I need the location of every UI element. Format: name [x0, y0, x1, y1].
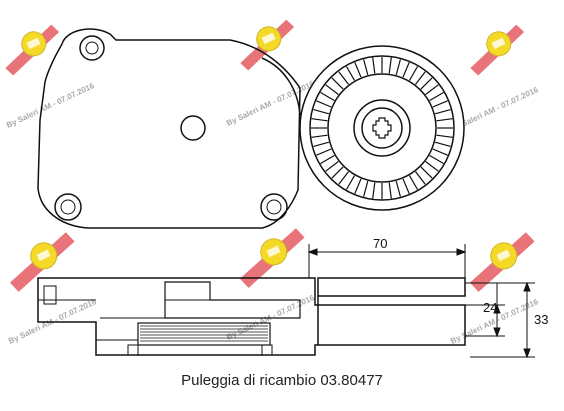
pulley-spoke [311, 118, 328, 122]
pulley-spoke [395, 180, 401, 197]
side-spring [137, 322, 271, 346]
watermark-logo-4 [9, 232, 75, 292]
pulley-spoke [436, 134, 453, 138]
pulley-spoke [436, 118, 453, 122]
side-view [37, 277, 466, 356]
bracket-arc [261, 57, 301, 116]
pulley-spoke [402, 62, 410, 78]
pulley-spoke [320, 154, 335, 165]
pulley-spoke [388, 57, 392, 74]
pulley-spoke [345, 66, 356, 81]
pulley-spoke [354, 62, 362, 78]
watermark-logo-5 [239, 228, 305, 288]
pulley-hub-inner [361, 107, 403, 149]
pulley-spoke [313, 109, 330, 115]
pulley-spoke [420, 166, 433, 179]
mount-hole-top [79, 35, 105, 61]
watermark-logo-6 [469, 232, 535, 292]
watermark-logo-3 [470, 24, 525, 76]
dim-inner-height-label: 24 [483, 300, 497, 315]
pulley-spoke [338, 71, 349, 85]
pulley-hub-outer [353, 99, 411, 157]
mount-hole-bottom-left [54, 193, 82, 221]
pulley-spoke [316, 100, 332, 108]
dim-outer-height-label: 33 [534, 312, 548, 327]
pulley-spoke [363, 59, 369, 76]
dimensions [307, 244, 535, 359]
pulley-spoke [320, 91, 335, 102]
pulley-spoke [395, 59, 401, 76]
pulley-spoke [311, 134, 328, 138]
pulley-spoke [429, 91, 444, 102]
pulley-spoke [402, 178, 410, 194]
pulley-spoke [429, 154, 444, 165]
pulley-spoke [372, 182, 376, 199]
watermark-logo-1 [5, 24, 60, 76]
pulley-rim [309, 55, 455, 201]
pulley-spoke [331, 166, 344, 179]
top-view [37, 28, 465, 229]
part-caption: Puleggia di ricambio 03.80477 [181, 372, 383, 389]
watermark-text-1: By Saleri AM - 07.07.2016 [5, 81, 96, 130]
pulley-spoke [420, 77, 433, 90]
pulley-groove-ring [327, 73, 437, 183]
pulley-spoke [432, 148, 448, 156]
watermark-logo-2 [240, 19, 295, 71]
pulley-spoke [325, 161, 339, 172]
pulley-spoke [338, 171, 349, 185]
mount-hole-bottom-right [260, 193, 288, 221]
pulley-spoke [372, 57, 376, 74]
pulley-spoke [415, 71, 426, 85]
side-pulley-block [317, 277, 466, 297]
pulley-spoke [363, 180, 369, 197]
pulley-spoke [408, 66, 419, 81]
pulley-spoke [331, 77, 344, 90]
torx-icon [372, 117, 392, 139]
mount-hole-center [180, 115, 206, 141]
pulley-spoke [425, 161, 439, 172]
pulley-spoke [408, 175, 419, 190]
pulley-spoke [316, 148, 332, 156]
side-base-plate [37, 277, 466, 356]
pulley-spoke [388, 182, 392, 199]
pulley-spoke [325, 84, 339, 95]
pulley-spoke [434, 141, 451, 147]
pulley-spoke [425, 84, 439, 95]
pulley-spoke [415, 171, 426, 185]
pulley-spoke [432, 100, 448, 108]
dim-width-label: 70 [373, 236, 387, 251]
pulley-spoke [434, 109, 451, 115]
pulley-spokes [311, 57, 453, 199]
pulley-spoke [313, 141, 330, 147]
pulley-spoke [354, 178, 362, 194]
pulley-spoke [345, 175, 356, 190]
